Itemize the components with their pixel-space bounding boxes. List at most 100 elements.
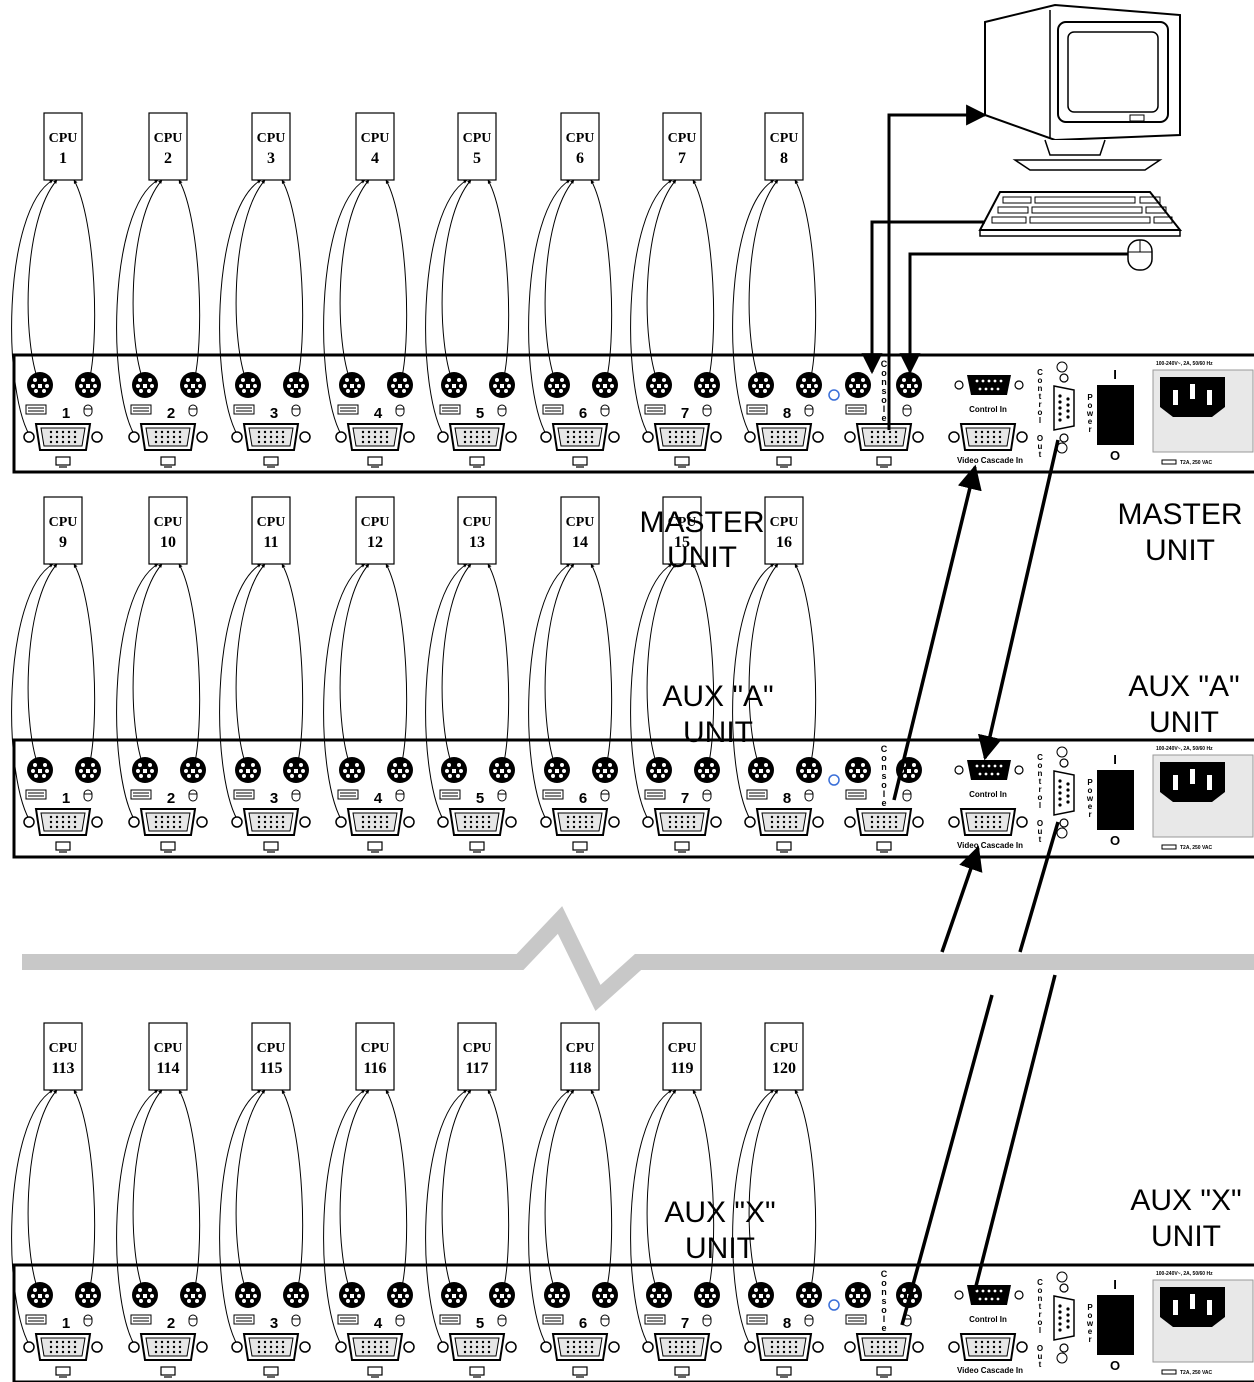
ps2-port-icon bbox=[489, 1282, 515, 1308]
ps2-pin bbox=[403, 1288, 407, 1292]
ps2-port-icon bbox=[339, 1282, 365, 1308]
cpu-cables bbox=[219, 1089, 304, 1350]
ps2-pin bbox=[456, 1299, 460, 1303]
vga-pin bbox=[263, 435, 267, 439]
mouse-outline bbox=[702, 1314, 712, 1327]
ps2-pin bbox=[661, 774, 665, 778]
ps2-pin bbox=[33, 763, 37, 767]
vga-pin bbox=[61, 1350, 65, 1354]
vga-pin bbox=[974, 1340, 978, 1344]
ps2-pin bbox=[403, 378, 407, 382]
char: s bbox=[881, 1296, 886, 1306]
vga-pin bbox=[578, 1350, 582, 1354]
vga-screw bbox=[196, 1341, 208, 1353]
keyboard-port-icon bbox=[439, 404, 461, 415]
mouse-cable bbox=[794, 1089, 817, 1296]
vga-pin bbox=[172, 820, 176, 824]
vga-pin bbox=[572, 430, 576, 434]
vga-port-icon bbox=[437, 1333, 517, 1361]
kbd-outline bbox=[845, 404, 867, 415]
vga-pin bbox=[986, 1345, 990, 1349]
ps2-pin bbox=[608, 378, 612, 382]
keyboard-cable bbox=[339, 563, 370, 771]
vga-pin bbox=[275, 1345, 279, 1349]
cpu-box bbox=[251, 496, 291, 565]
mouse-cable bbox=[385, 179, 408, 386]
vga-pin bbox=[770, 435, 774, 439]
vga-screw bbox=[1016, 431, 1028, 443]
char: n bbox=[881, 1287, 887, 1297]
cpu-number: 117 bbox=[465, 1060, 488, 1077]
db9-pin bbox=[999, 1289, 1003, 1293]
kbd-outline bbox=[337, 1314, 359, 1325]
cpu-cables bbox=[116, 563, 201, 825]
mouse-port-icon bbox=[83, 404, 93, 417]
mouse-port-icon bbox=[497, 404, 507, 417]
kbd-outline bbox=[25, 789, 47, 800]
ps2-pin bbox=[136, 384, 140, 388]
ps2-port-icon bbox=[387, 372, 413, 398]
mouse-outline bbox=[291, 789, 301, 802]
mouse-cable bbox=[178, 179, 201, 386]
vga-pin bbox=[894, 1350, 898, 1354]
vga-screw bbox=[710, 431, 722, 443]
vga-port-icon bbox=[844, 1333, 924, 1361]
cpu-box bbox=[457, 1022, 497, 1091]
vga-pin bbox=[788, 825, 792, 829]
vga-pin bbox=[974, 435, 978, 439]
vga-pin bbox=[361, 430, 365, 434]
ps2-port-icon bbox=[796, 372, 822, 398]
mouse-outline bbox=[291, 404, 301, 417]
monitor-port-icon bbox=[160, 841, 176, 853]
ps2-pin bbox=[45, 384, 49, 388]
video-cable bbox=[425, 179, 468, 440]
db9-pin bbox=[1058, 406, 1062, 410]
ps2-key bbox=[856, 1294, 860, 1298]
ps2-pin bbox=[712, 1294, 716, 1298]
switch-off-label: O bbox=[1110, 1358, 1120, 1373]
cpu-box bbox=[43, 1022, 83, 1091]
mouse-port-icon bbox=[83, 789, 93, 802]
vga-pin bbox=[481, 820, 485, 824]
ps2-pin bbox=[664, 769, 668, 773]
cpu-box bbox=[251, 1022, 291, 1091]
vga-pin bbox=[980, 1345, 984, 1349]
vga-pin bbox=[481, 440, 485, 444]
ps2-pin bbox=[187, 774, 191, 778]
char: o bbox=[1088, 401, 1093, 410]
vga-screw bbox=[948, 1341, 960, 1353]
ps2-key bbox=[807, 1294, 811, 1298]
mon-outline bbox=[469, 456, 485, 466]
cpu-box bbox=[43, 496, 83, 565]
cpu-cables bbox=[528, 179, 613, 440]
kbd-outline bbox=[542, 1314, 564, 1325]
db9-screw bbox=[1014, 1290, 1024, 1300]
control-in-label: Control In bbox=[969, 790, 1007, 799]
ps2-port-icon bbox=[845, 372, 871, 398]
vga-pin bbox=[367, 825, 371, 829]
vga-pin bbox=[572, 1350, 576, 1354]
ps2-pin bbox=[345, 1288, 349, 1292]
ps2-pin bbox=[860, 1299, 864, 1303]
ps2-pin bbox=[664, 1294, 668, 1298]
vga-pin bbox=[674, 815, 678, 819]
vga-screw bbox=[505, 816, 517, 828]
ps2-pin bbox=[914, 1294, 918, 1298]
mon-outline bbox=[55, 841, 71, 851]
db9-pin bbox=[987, 764, 991, 768]
mouse-port-icon bbox=[83, 1314, 93, 1327]
vga-pin bbox=[269, 820, 273, 824]
vga-pin bbox=[770, 440, 774, 444]
keyboard-port-icon bbox=[542, 789, 564, 800]
vga-pin bbox=[481, 430, 485, 434]
vga-pin bbox=[680, 1345, 684, 1349]
status-led bbox=[828, 774, 840, 786]
cpu-box bbox=[764, 112, 804, 181]
char: C bbox=[1037, 1278, 1043, 1287]
ps2-port-icon bbox=[132, 757, 158, 783]
ps2-pin bbox=[664, 384, 668, 388]
ps2-pin bbox=[650, 769, 654, 773]
vga-pin bbox=[166, 430, 170, 434]
vga-pin bbox=[870, 1350, 874, 1354]
keyboard-cable bbox=[748, 179, 779, 386]
